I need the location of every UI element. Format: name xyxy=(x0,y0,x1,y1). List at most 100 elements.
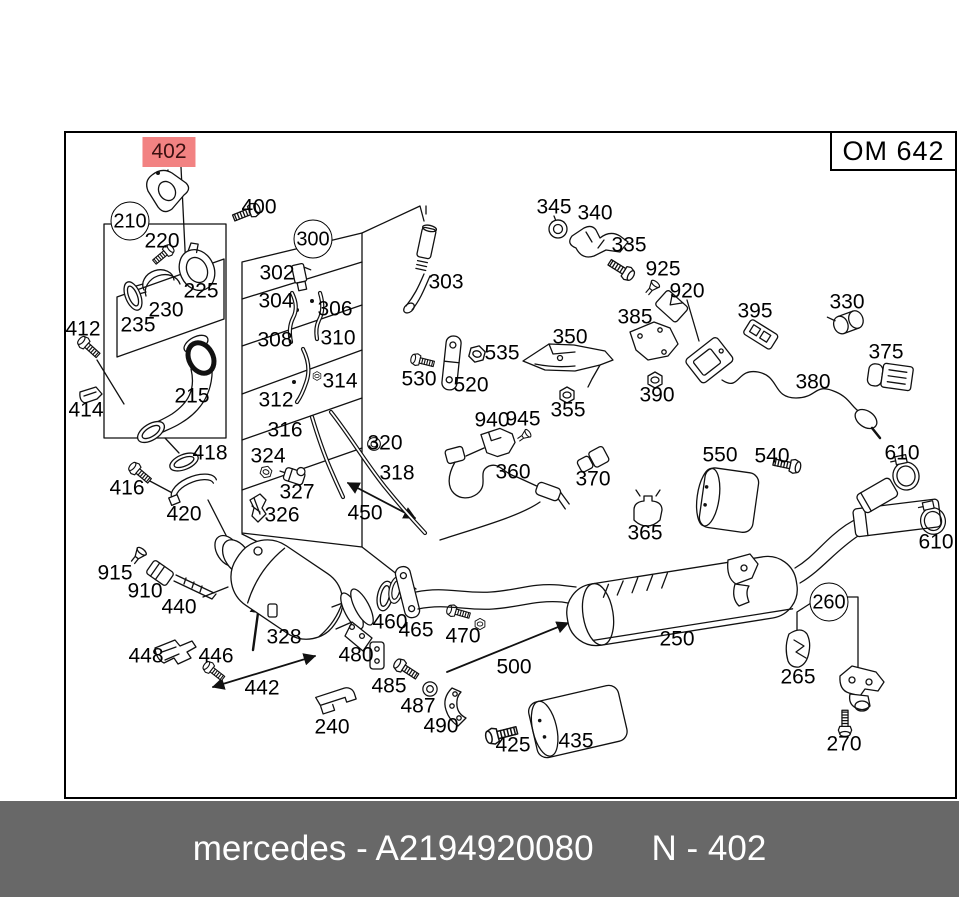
part-label-316[interactable]: 316 xyxy=(267,418,303,442)
part-label-335[interactable]: 335 xyxy=(611,233,647,257)
engine-code-label: OM 642 xyxy=(842,135,945,166)
mount-265-drawing xyxy=(785,629,811,668)
part-label-610-a[interactable]: 610 xyxy=(884,441,920,465)
part-label-915[interactable]: 915 xyxy=(97,561,133,585)
plate-480-drawing xyxy=(369,641,385,670)
part-label-442[interactable]: 442 xyxy=(244,676,280,700)
part-label-314[interactable]: 314 xyxy=(322,369,358,393)
part-label-530[interactable]: 530 xyxy=(401,367,437,391)
part-label-550[interactable]: 550 xyxy=(702,443,738,467)
part-label-220[interactable]: 220 xyxy=(144,229,180,253)
part-label-400[interactable]: 400 xyxy=(241,195,277,219)
bracket-385-drawing xyxy=(629,321,679,361)
tailpipe-drawing xyxy=(794,477,942,584)
canister-550-drawing xyxy=(695,467,760,533)
part-label-306[interactable]: 306 xyxy=(317,297,353,321)
part-label-480[interactable]: 480 xyxy=(338,643,374,667)
part-label-910[interactable]: 910 xyxy=(127,579,163,603)
part-label-300[interactable]: 300 xyxy=(293,219,333,259)
part-label-345[interactable]: 345 xyxy=(536,195,572,219)
part-label-395[interactable]: 395 xyxy=(737,299,773,323)
part-label-420[interactable]: 420 xyxy=(166,502,202,526)
part-label-235[interactable]: 235 xyxy=(120,313,156,337)
part-label-303[interactable]: 303 xyxy=(428,270,464,294)
part-label-375[interactable]: 375 xyxy=(868,340,904,364)
part-label-925[interactable]: 925 xyxy=(645,257,681,281)
part-label-308[interactable]: 308 xyxy=(257,328,293,352)
part-label-448[interactable]: 448 xyxy=(128,644,164,668)
part-label-240[interactable]: 240 xyxy=(314,715,350,739)
part-label-360[interactable]: 360 xyxy=(495,460,531,484)
part-label-402[interactable]: 402 xyxy=(142,137,196,167)
part-label-324[interactable]: 324 xyxy=(250,444,286,468)
part-label-230[interactable]: 230 xyxy=(148,298,184,322)
part-label-210[interactable]: 210 xyxy=(110,201,150,241)
part-label-416[interactable]: 416 xyxy=(109,476,145,500)
part-label-225[interactable]: 225 xyxy=(183,279,219,303)
bracket-448-drawing xyxy=(154,639,197,665)
part-label-380[interactable]: 380 xyxy=(795,370,831,394)
part-label-446[interactable]: 446 xyxy=(198,644,234,668)
bracket-375-drawing xyxy=(866,362,914,392)
part-label-365[interactable]: 365 xyxy=(627,521,663,545)
part-label-318[interactable]: 318 xyxy=(379,461,415,485)
injector-303-drawing xyxy=(403,205,438,314)
part-label-250[interactable]: 250 xyxy=(659,627,695,651)
part-label-310[interactable]: 310 xyxy=(320,326,356,350)
part-label-390[interactable]: 390 xyxy=(639,383,675,407)
footer-part-number: mercedes - A2194920080 xyxy=(192,829,594,868)
part-label-490[interactable]: 490 xyxy=(423,714,459,738)
part-label-327[interactable]: 327 xyxy=(279,480,315,504)
valve-327-drawing xyxy=(279,466,306,486)
hanger-365-drawing xyxy=(633,489,663,527)
part-label-385[interactable]: 385 xyxy=(617,305,653,329)
part-label-350[interactable]: 350 xyxy=(552,325,588,349)
part-label-440[interactable]: 440 xyxy=(161,595,197,619)
part-label-418[interactable]: 418 xyxy=(192,441,228,465)
part-label-540[interactable]: 540 xyxy=(754,444,790,468)
part-label-355[interactable]: 355 xyxy=(550,398,586,422)
bracket-395-drawing xyxy=(743,319,779,350)
part-label-940[interactable]: 940 xyxy=(474,408,510,432)
part-label-465[interactable]: 465 xyxy=(398,618,434,642)
part-label-260[interactable]: 260 xyxy=(809,582,849,622)
part-label-920[interactable]: 920 xyxy=(669,279,705,303)
part-label-435[interactable]: 435 xyxy=(558,729,594,753)
part-label-330[interactable]: 330 xyxy=(829,290,865,314)
part-label-610-b[interactable]: 610 xyxy=(918,530,954,554)
part-label-265[interactable]: 265 xyxy=(780,665,816,689)
part-label-370[interactable]: 370 xyxy=(575,467,611,491)
part-label-460[interactable]: 460 xyxy=(372,610,408,634)
part-label-326[interactable]: 326 xyxy=(264,503,300,527)
bracket-520-drawing xyxy=(441,335,462,391)
flange-465-drawing xyxy=(394,565,421,619)
part-label-412[interactable]: 412 xyxy=(65,317,101,341)
catalytic-converter-drawing xyxy=(214,534,374,652)
part-label-450[interactable]: 450 xyxy=(347,501,383,525)
part-label-485[interactable]: 485 xyxy=(371,674,407,698)
part-label-535[interactable]: 535 xyxy=(484,341,520,365)
bracket-260-drawing xyxy=(839,665,885,712)
part-label-320[interactable]: 320 xyxy=(367,431,403,455)
part-label-312[interactable]: 312 xyxy=(258,388,294,412)
part-label-302[interactable]: 302 xyxy=(259,261,295,285)
valve-302-drawing xyxy=(291,262,312,292)
plate-920-drawing xyxy=(655,290,689,323)
part-label-520[interactable]: 520 xyxy=(453,373,489,397)
part-label-500[interactable]: 500 xyxy=(496,655,532,679)
muffler-250-drawing xyxy=(566,553,798,647)
part-label-340[interactable]: 340 xyxy=(577,201,613,225)
part-label-304[interactable]: 304 xyxy=(258,289,294,313)
part-label-270[interactable]: 270 xyxy=(826,732,862,756)
engine-code-box: OM 642 xyxy=(830,131,957,171)
part-label-470[interactable]: 470 xyxy=(445,624,481,648)
part-label-215[interactable]: 215 xyxy=(174,384,210,408)
part-label-414[interactable]: 414 xyxy=(68,398,104,422)
part-label-487[interactable]: 487 xyxy=(400,694,436,718)
part-label-945[interactable]: 945 xyxy=(505,407,541,431)
footer-reference: N - 402 xyxy=(651,829,767,868)
part-label-425[interactable]: 425 xyxy=(495,733,531,757)
part-label-328[interactable]: 328 xyxy=(266,625,302,649)
